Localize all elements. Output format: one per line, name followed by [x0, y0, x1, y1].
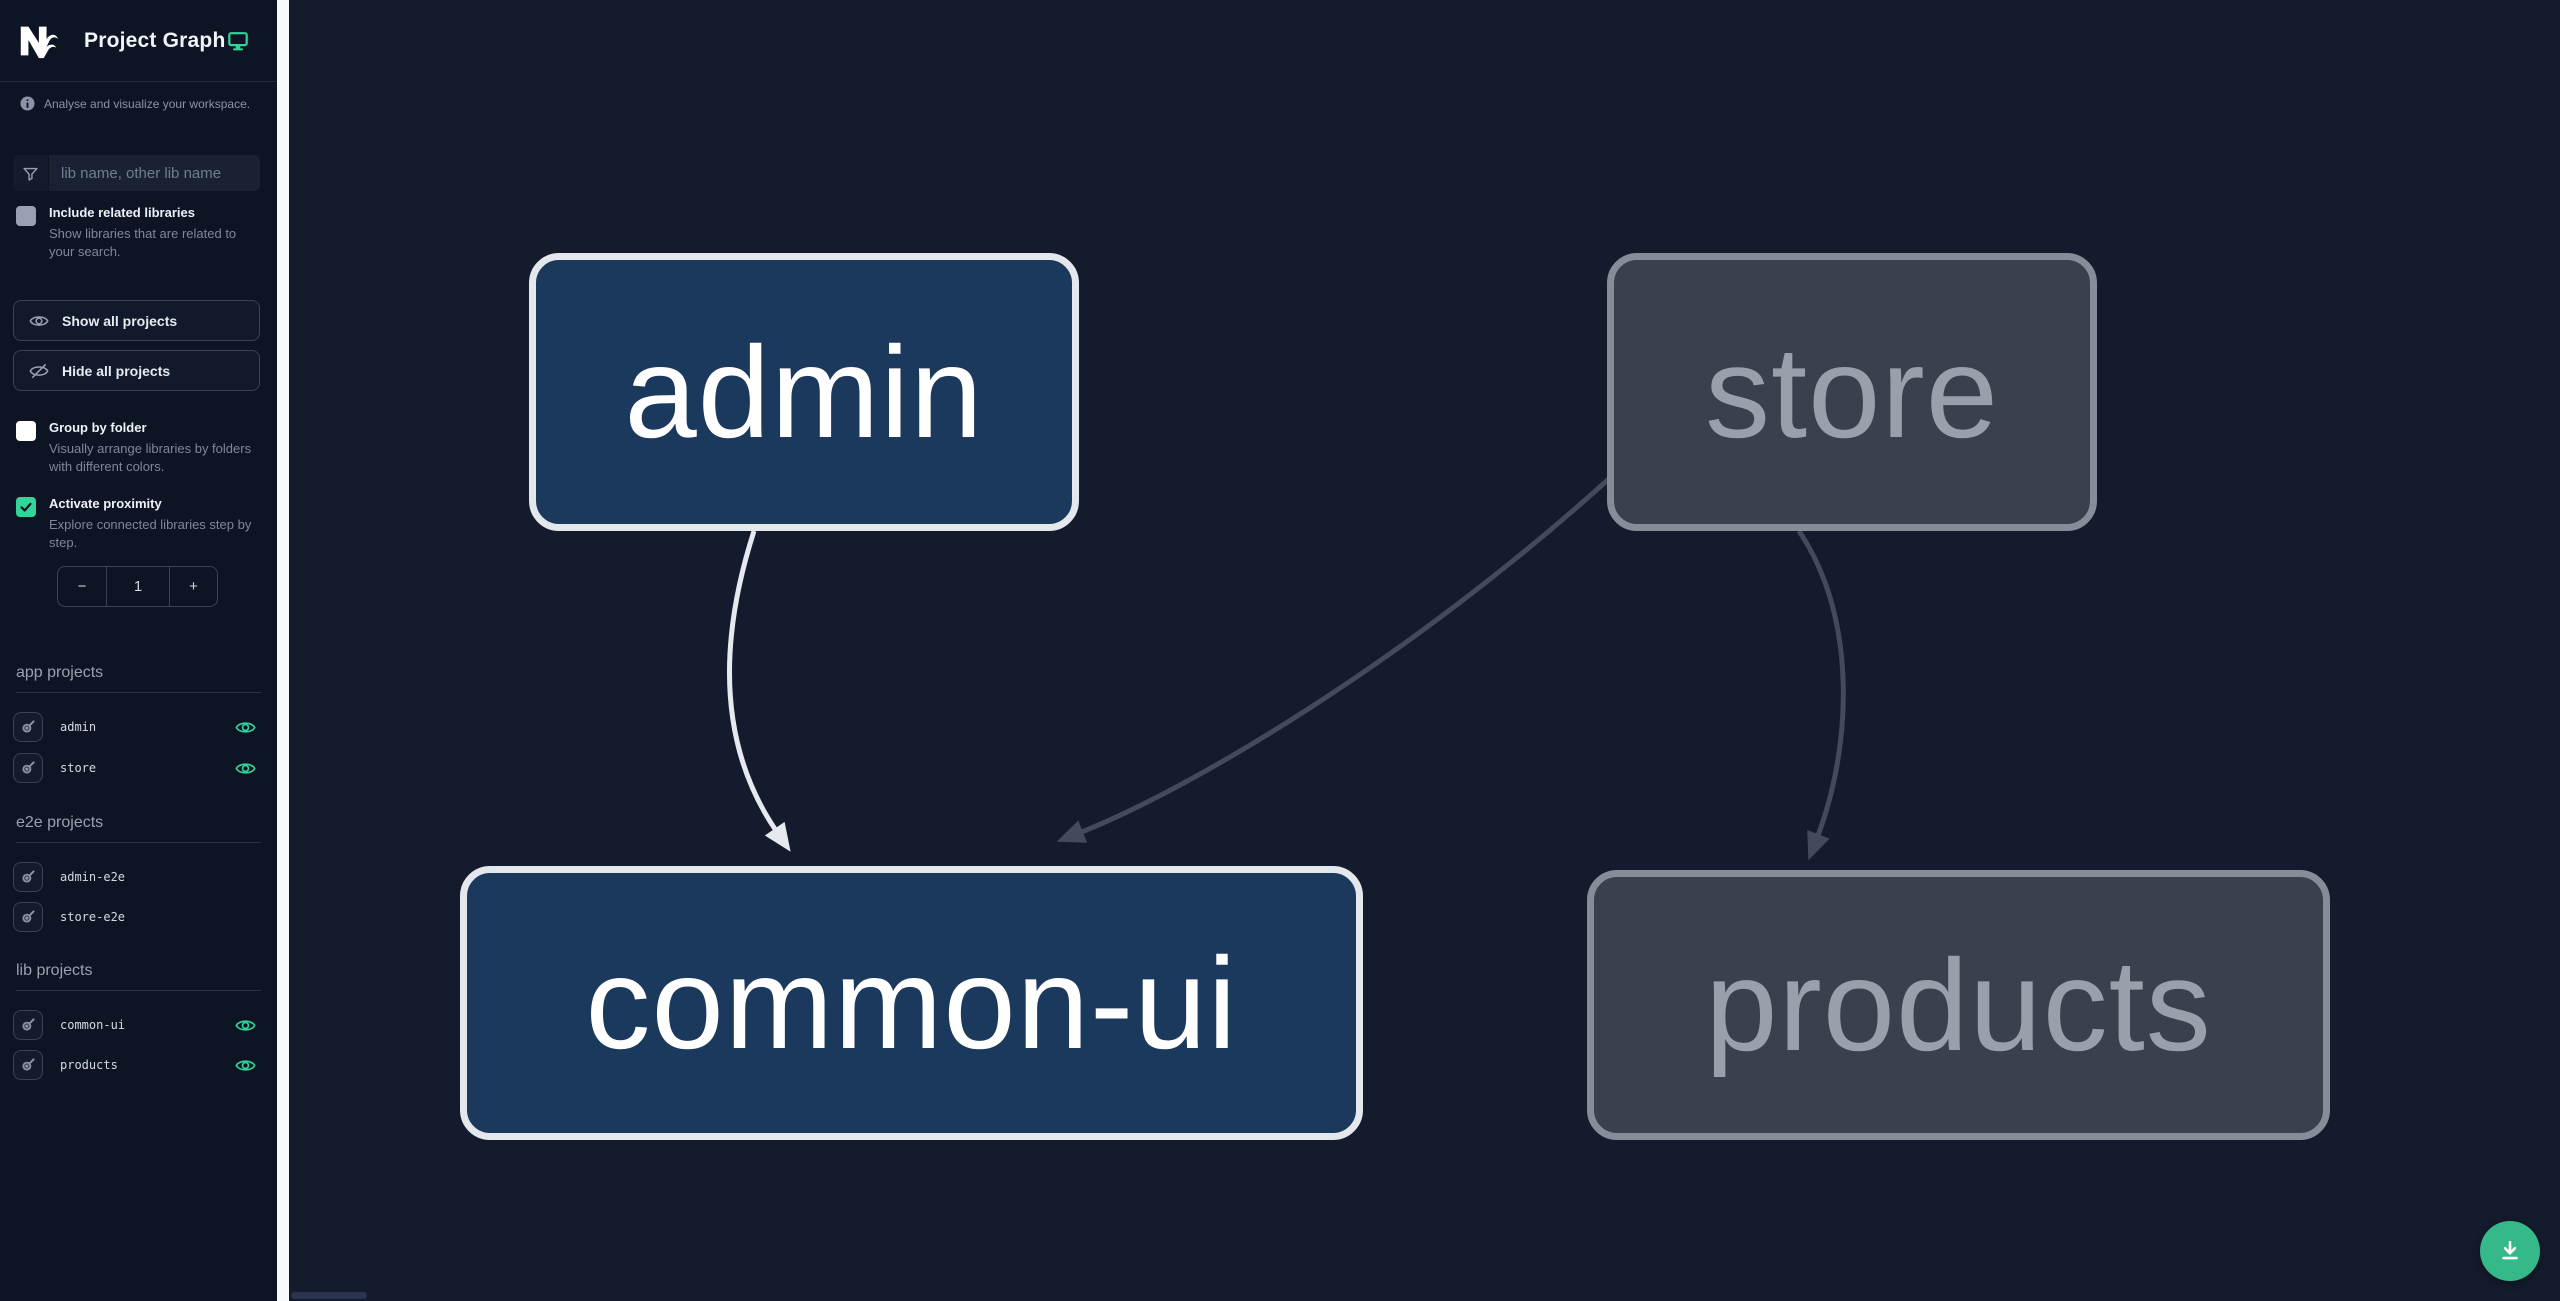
focus-icon: [22, 1018, 35, 1031]
option-activate-proximity[interactable]: Activate proximity Explore connected lib…: [16, 496, 261, 552]
download-image-button[interactable]: [2480, 1221, 2540, 1281]
graph-node-label: products: [1705, 932, 2212, 1078]
include-related-desc: Show libraries that are related to your …: [49, 225, 237, 259]
hide-all-projects-button[interactable]: Hide all projects: [13, 350, 260, 391]
group-by-folder-label: Group by folder: [49, 420, 147, 435]
focus-project-button[interactable]: [13, 1010, 43, 1040]
project-visible-eye-icon[interactable]: [235, 758, 256, 779]
app-title: Project Graph: [84, 28, 226, 52]
include-related-checkbox[interactable]: [16, 206, 36, 226]
project-visible-eye-icon[interactable]: [235, 1055, 256, 1076]
project-name[interactable]: admin-e2e: [60, 870, 126, 884]
focus-icon: [22, 1058, 35, 1071]
option-include-related[interactable]: Include related libraries Show libraries…: [16, 205, 261, 261]
project-row-store-e2e: store-e2e: [13, 902, 260, 932]
project-name[interactable]: store: [60, 761, 97, 775]
info-icon: [20, 96, 35, 111]
focus-icon: [22, 910, 35, 923]
project-visible-eye-icon[interactable]: [235, 717, 256, 738]
show-all-projects-label: Show all projects: [62, 312, 178, 329]
filter-funnel-icon: [13, 155, 49, 191]
graph-node-label: admin: [624, 319, 984, 465]
graph-edges: [727, 475, 1846, 861]
graph-node-label: store: [1704, 319, 1999, 465]
project-visible-eye-icon[interactable]: [235, 1015, 256, 1036]
project-row-admin: admin: [13, 712, 260, 742]
filter-box: [13, 155, 260, 191]
edge-admin-to-common-ui: [727, 530, 791, 852]
option-group-by-folder[interactable]: Group by folder Visually arrange librari…: [16, 420, 261, 476]
project-row-products: products: [13, 1050, 260, 1080]
focus-project-button[interactable]: [13, 1050, 43, 1080]
proximity-decrement-button[interactable]: −: [77, 578, 87, 595]
tagline: Analyse and visualize your workspace.: [20, 96, 250, 111]
download-icon: [2502, 1241, 2518, 1260]
graph-node-products[interactable]: products: [1587, 870, 2330, 1140]
edge-store-to-common-ui: [1056, 475, 1613, 843]
section-lib-projects: lib projects: [16, 962, 261, 991]
nx-logo-icon: [20, 26, 58, 58]
activate-proximity-desc: Explore connected libraries step by step…: [49, 516, 252, 550]
focus-project-button[interactable]: [13, 712, 43, 742]
sidebar-header: Project Graph: [0, 0, 277, 82]
graph-node-label: common-ui: [585, 930, 1238, 1076]
include-related-label: Include related libraries: [49, 205, 195, 220]
proximity-value: 1: [106, 567, 170, 606]
edge-store-to-products: [1796, 529, 1846, 861]
section-app-projects: app projects: [16, 664, 261, 693]
project-name[interactable]: common-ui: [60, 1018, 126, 1032]
graph-node-store[interactable]: store: [1607, 253, 2097, 531]
filter-input[interactable]: [49, 155, 260, 191]
graph-node-common-ui[interactable]: common-ui: [460, 866, 1363, 1140]
eye-off-icon: [29, 361, 49, 381]
proximity-increment-button[interactable]: +: [189, 578, 198, 595]
check-icon: [20, 502, 32, 512]
focus-icon: [22, 720, 35, 733]
project-row-admin-e2e: admin-e2e: [13, 862, 260, 892]
group-by-folder-desc: Visually arrange libraries by folders wi…: [49, 440, 252, 474]
focus-icon: [22, 761, 35, 774]
project-name[interactable]: products: [60, 1058, 118, 1072]
focus-project-button[interactable]: [13, 902, 43, 932]
activate-proximity-label: Activate proximity: [49, 496, 162, 511]
project-name[interactable]: admin: [60, 720, 97, 734]
graph-node-admin[interactable]: admin: [529, 253, 1079, 531]
project-row-store: store: [13, 753, 260, 783]
project-name[interactable]: store-e2e: [60, 910, 126, 924]
focus-icon: [22, 870, 35, 883]
focus-project-button[interactable]: [13, 753, 43, 783]
project-row-common-ui: common-ui: [13, 1010, 260, 1040]
graph-canvas[interactable]: admin store common-ui products: [289, 0, 2560, 1301]
activate-proximity-checkbox[interactable]: [16, 497, 36, 517]
show-all-projects-button[interactable]: Show all projects: [13, 300, 260, 341]
monitor-icon: [228, 31, 248, 50]
horizontal-scrollbar-thumb[interactable]: [291, 1292, 367, 1299]
eye-icon: [29, 311, 49, 331]
group-by-folder-checkbox[interactable]: [16, 421, 36, 441]
section-e2e-projects: e2e projects: [16, 814, 261, 843]
focus-project-button[interactable]: [13, 862, 43, 892]
proximity-stepper: − 1 +: [57, 566, 218, 607]
tagline-text: Analyse and visualize your workspace.: [44, 96, 251, 111]
hide-all-projects-label: Hide all projects: [62, 362, 171, 379]
sidebar: Project Graph Analyse and visualize your…: [0, 0, 277, 1301]
sidebar-scrollbar-track[interactable]: [277, 0, 289, 1301]
